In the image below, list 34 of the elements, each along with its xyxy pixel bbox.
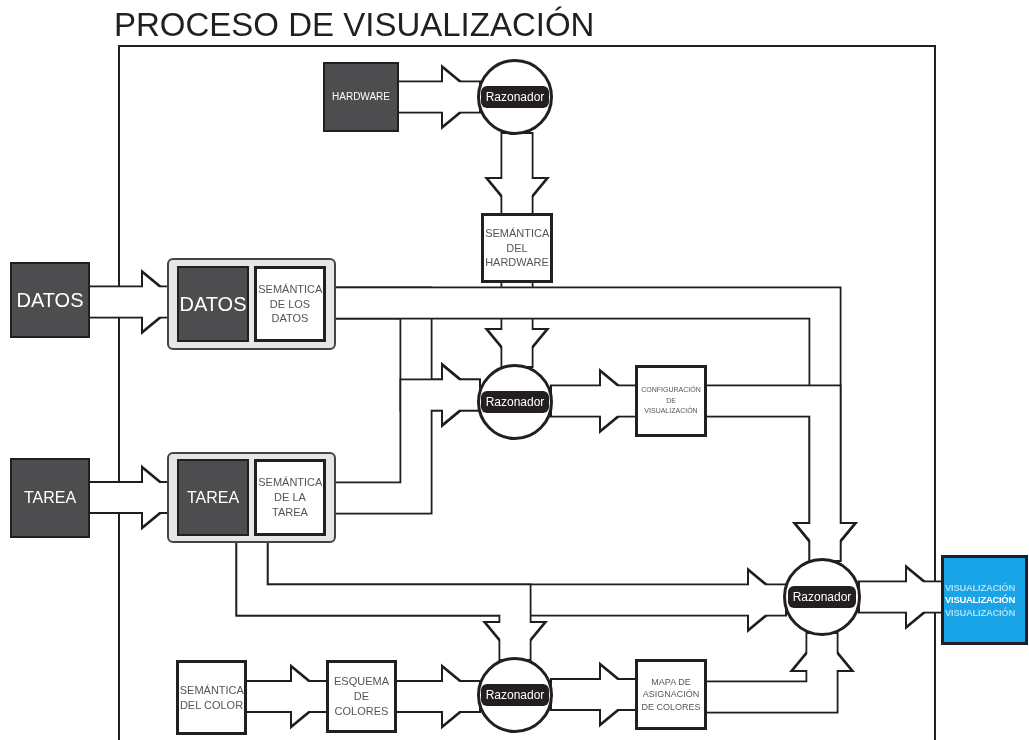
input-box: [177, 266, 249, 342]
box-label: SEMÁNTICA DEL HARDWARE: [485, 225, 549, 271]
box-label: SEMÁNTICA DE LOS DATOS: [258, 281, 322, 327]
box-label: SEMÁNTICA DE LA TAREA: [258, 475, 322, 520]
output-label: VISUALIZACIÓN: [945, 595, 1015, 605]
input-box: [323, 62, 399, 132]
box-label: SEMÁNTICA DEL COLOR: [179, 682, 244, 713]
group-panel: [167, 452, 336, 543]
reasoner-label: Razonador: [480, 684, 550, 706]
info-box: [635, 659, 707, 730]
box-label: TAREA: [23, 488, 77, 508]
box-label: HARDWARE: [332, 90, 390, 104]
input-box: [10, 262, 90, 338]
info-box: [254, 266, 326, 342]
box-label: DATOS: [16, 288, 84, 313]
reasoner-label: Razonador: [480, 86, 550, 108]
output-label: VISUALIZACIÓN: [945, 582, 1015, 593]
info-box: [176, 660, 247, 735]
box-label: ESQUEMA DE COLORES: [333, 674, 390, 719]
box-label: TAREA: [186, 487, 240, 508]
reasoner-label: Razonador: [787, 586, 857, 608]
box-label: MAPA DE ASIGNACIÓN DE COLORES: [640, 676, 702, 713]
info-box: [254, 459, 326, 536]
info-box: [481, 213, 553, 283]
reasoner-label: Razonador: [480, 391, 550, 413]
output-box: [941, 555, 1028, 645]
output-label: VISUALIZACIÓN: [945, 607, 1015, 618]
diagram-title: PROCESO DE VISUALIZACIÓN: [114, 8, 595, 41]
box-label: DATOS: [179, 292, 247, 317]
info-box: [635, 365, 707, 437]
group-panel: [167, 258, 336, 350]
input-box: [177, 459, 249, 536]
input-box: [10, 458, 90, 538]
info-box: [326, 660, 397, 733]
